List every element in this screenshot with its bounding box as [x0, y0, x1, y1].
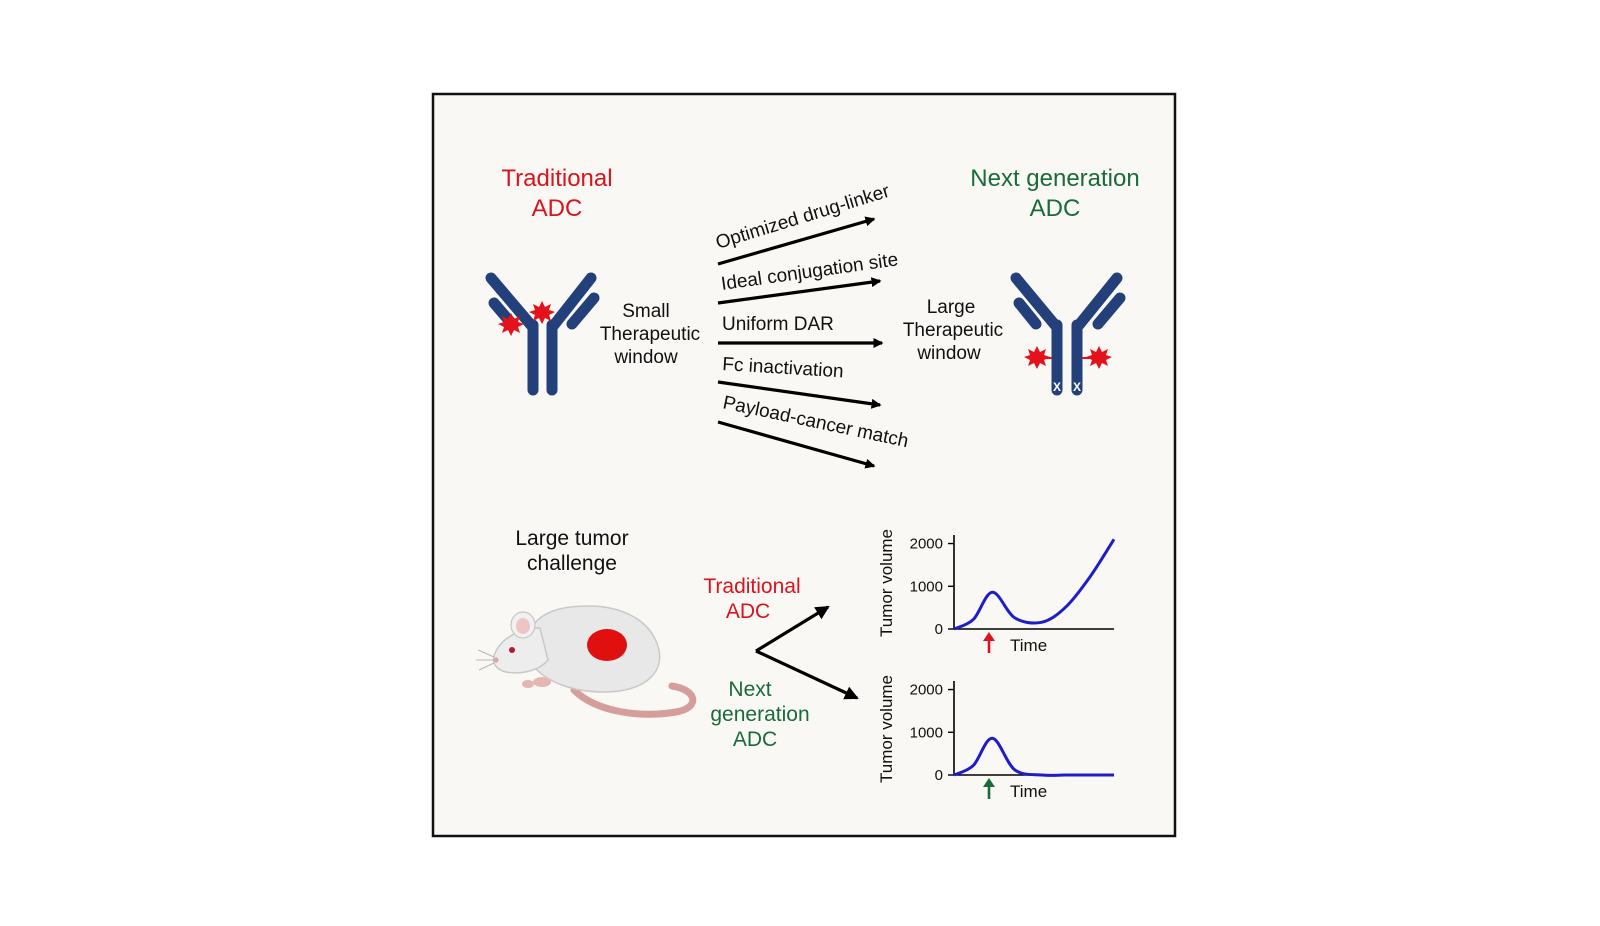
next-gen-title: Next generation	[970, 165, 1139, 192]
tumor-volume-line	[953, 538, 1116, 631]
tumor-icon	[587, 629, 627, 661]
y-axis-label: Tumor volume	[877, 529, 896, 637]
branch-arrow-up	[755, 605, 830, 653]
dose-arrow-head	[983, 632, 995, 641]
improvement-label: Uniform DAR	[722, 314, 834, 335]
challenge-label-line2: challenge	[527, 552, 617, 575]
branch-next-label: Next	[728, 678, 771, 701]
payload-star-icon	[498, 313, 524, 336]
y-tick-label: 0	[935, 767, 943, 784]
y-tick-label: 2000	[910, 682, 943, 699]
small-window-window: window	[613, 347, 678, 368]
y-tick-label: 0	[935, 621, 943, 638]
branch-arrow-down	[755, 649, 859, 700]
small-window-therapeutic: Therapeutic	[600, 324, 700, 345]
y-tick-label: 2000	[910, 536, 943, 553]
arrow-ideal-conjugation	[717, 277, 882, 305]
challenge-label: Large tumor	[515, 527, 628, 550]
y-axis-label: Tumor volume	[877, 675, 896, 783]
small-window-label: Small	[622, 301, 670, 322]
next-gen-title-adc: ADC	[1030, 195, 1081, 222]
next-gen-antibody-icon	[1010, 272, 1126, 396]
x-axis-label: Time	[1010, 782, 1047, 801]
branch-traditional-adc: ADC	[726, 600, 770, 623]
arrow-optimized-drug-linker	[717, 216, 876, 266]
tumor-volume-line	[953, 736, 1114, 777]
fc-inactivation-mark: X	[1073, 380, 1081, 394]
large-window-therapeutic: Therapeutic	[903, 320, 1003, 341]
y-tick-label: 1000	[910, 724, 943, 741]
branch-next-adc: ADC	[733, 728, 777, 751]
figure-panel	[431, 92, 1177, 838]
payload-star-icon	[1086, 346, 1112, 369]
x-axis-label: Time	[1010, 636, 1047, 655]
arrow-payload-cancer	[717, 420, 876, 469]
traditional-title: Traditional	[501, 165, 612, 192]
fc-inactivation-mark: X	[1053, 380, 1061, 394]
arrow-fc-inactivation	[717, 380, 882, 409]
payload-star-icon	[1024, 346, 1050, 369]
dose-arrow-head	[983, 778, 995, 787]
branch-traditional-label: Traditional	[703, 575, 800, 598]
large-window-label: Large	[927, 297, 976, 318]
large-window-window: window	[916, 343, 981, 364]
y-tick-label: 1000	[910, 578, 943, 595]
payload-star-icon	[529, 301, 555, 324]
branch-next-generation: generation	[710, 703, 809, 726]
traditional-title-adc: ADC	[532, 195, 583, 222]
